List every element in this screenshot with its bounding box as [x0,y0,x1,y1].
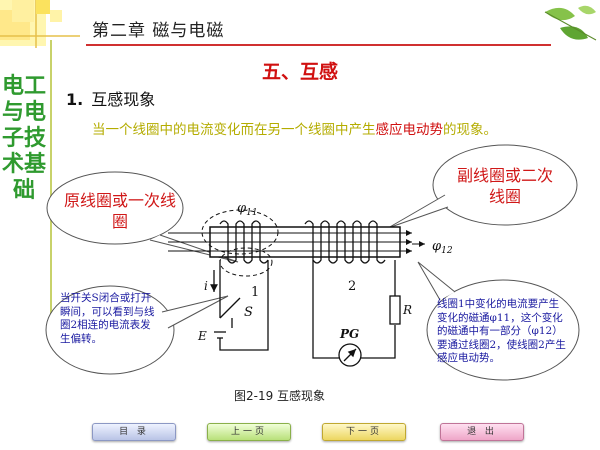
coil-1-label: 1 [251,285,259,300]
switch-label: S [244,305,253,320]
leaf-decoration-icon [544,5,597,41]
section-title: 五、互感 [261,61,338,83]
prev-page-button[interactable]: 上一页 [207,423,291,441]
switch-note-callout: 当开关S闭合或打开瞬间，可以看到与线圈2相连的电流表发生偏转。 [60,292,155,345]
definition-highlight: 感应电动势 [375,122,444,138]
flux-note-callout: 线圈1中变化的电流要产生变化的磁通φ11，这个变化的磁通中有一部分（φ12）要通… [437,298,566,364]
definition-text: 当一个线圈中的电流变化而在另一个线圈中产生感应电动势的现象。 [92,120,512,140]
flux-note-bubble [426,279,580,381]
figure-caption: 图2-19 互感现象 [234,389,326,403]
coil-2-label: 2 [348,279,356,294]
subsection-title: 1. 互感现象 [66,86,155,110]
secondary-coil-pointer [387,194,449,229]
phi11-flux-loop [201,209,279,255]
exit-button[interactable]: 退 出 [440,423,524,441]
flux-note-pointer [417,261,456,301]
current-label: i [204,279,208,293]
coil-1 [219,220,269,264]
definition-part1: 当一个线圈中的电流变化而在另一个线圈中产生 [92,122,376,138]
secondary-circuit [312,260,401,367]
subsection-number: 1. [66,90,84,109]
resistor-label: R [402,303,412,317]
primary-coil-bubble [46,171,184,245]
primary-circuit [210,260,269,351]
primary-coil-callout: 原线圈或一次线圈 [63,191,176,231]
sidebar-divider [50,40,52,330]
secondary-coil-callout: 副线圈或二次线圈 [456,166,553,206]
emf-label: E [197,329,207,343]
sidebar-book-title: 电工与电子技术基础 [2,74,47,203]
header-divider [86,44,551,46]
header-decoration [0,0,597,48]
next-page-button[interactable]: 下一页 [322,423,406,441]
definition-part2: 的现象。 [443,122,497,138]
chapter-title: 第二章 磁与电磁 [92,21,225,41]
subsection-label: 互感现象 [91,90,156,109]
meter-label: PG [339,327,359,341]
phi12-label: φ12 [432,239,453,256]
secondary-coil-bubble [432,144,578,226]
toc-button[interactable]: 目 录 [92,423,176,441]
switch-note-pointer [161,295,229,329]
phi11-label: φ11 [237,201,258,218]
coil-2 [304,220,386,264]
switch-note-bubble [45,285,175,375]
flux-lines [168,230,425,254]
